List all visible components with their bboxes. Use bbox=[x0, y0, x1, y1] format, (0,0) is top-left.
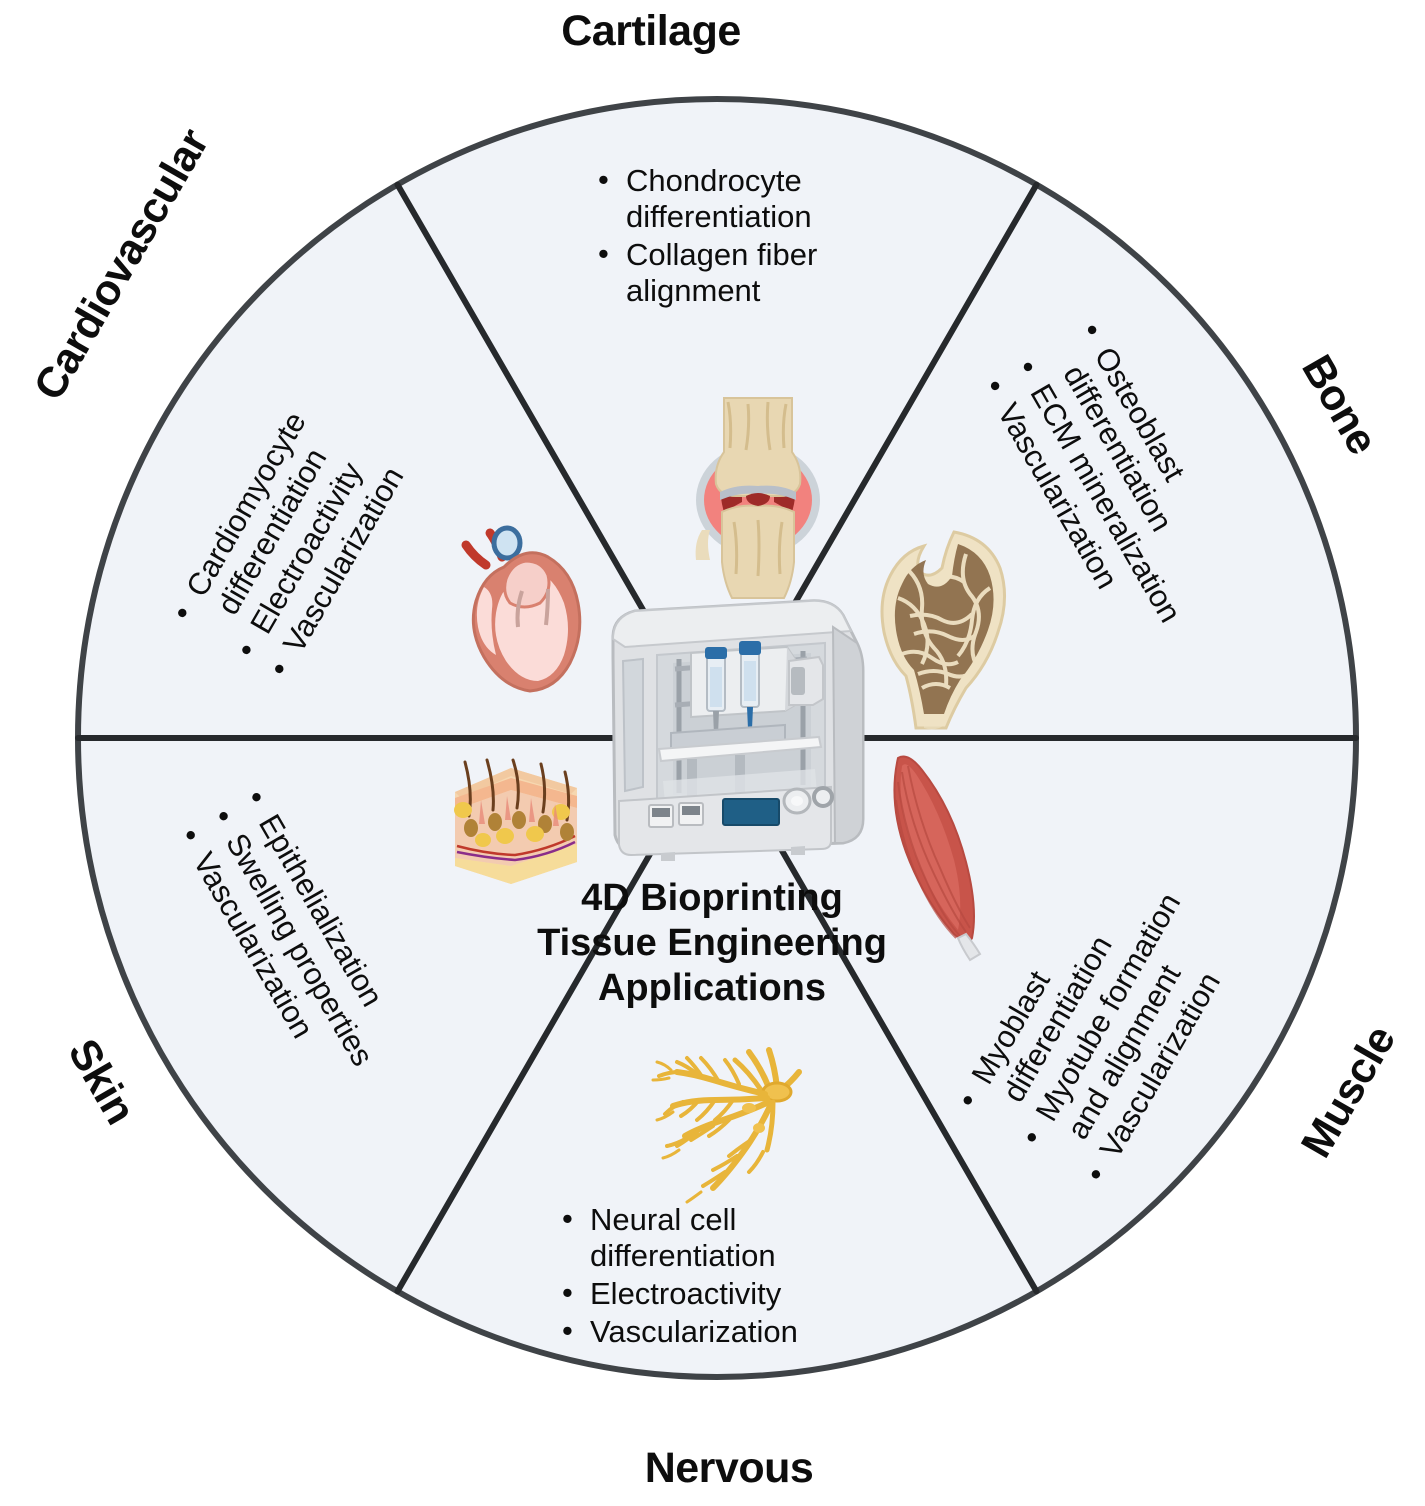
knee-joint-icon bbox=[695, 397, 820, 599]
printer-knob-small bbox=[812, 786, 834, 808]
sector-label-cartilage: Cartilage bbox=[561, 7, 741, 55]
skeletal-muscle-icon bbox=[893, 755, 982, 962]
printer-display bbox=[722, 798, 780, 826]
sector-items-cartilage: Chondrocyte differentiation Collagen fib… bbox=[592, 162, 922, 311]
femur-bone-icon bbox=[880, 530, 1007, 730]
list-item: Collagen fiber alignment bbox=[592, 236, 922, 309]
page-title: 4D Bioprinting Tissue Engineering Applic… bbox=[537, 877, 887, 1010]
list-item: Vascularization bbox=[556, 1313, 916, 1350]
skin-cross-section-icon bbox=[454, 758, 577, 884]
list-item: Chondrocyte differentiation bbox=[592, 162, 922, 235]
heart-icon bbox=[461, 525, 582, 693]
nerve-plexus-icon bbox=[651, 1047, 802, 1204]
sector-items-nervous: Neural cell differentiation Electroactiv… bbox=[556, 1201, 916, 1352]
sector-label-nervous: Nervous bbox=[644, 1444, 814, 1492]
3d-bioprinter-icon bbox=[611, 599, 865, 861]
list-item: Neural cell differentiation bbox=[556, 1201, 916, 1274]
list-item: Electroactivity bbox=[556, 1275, 916, 1312]
